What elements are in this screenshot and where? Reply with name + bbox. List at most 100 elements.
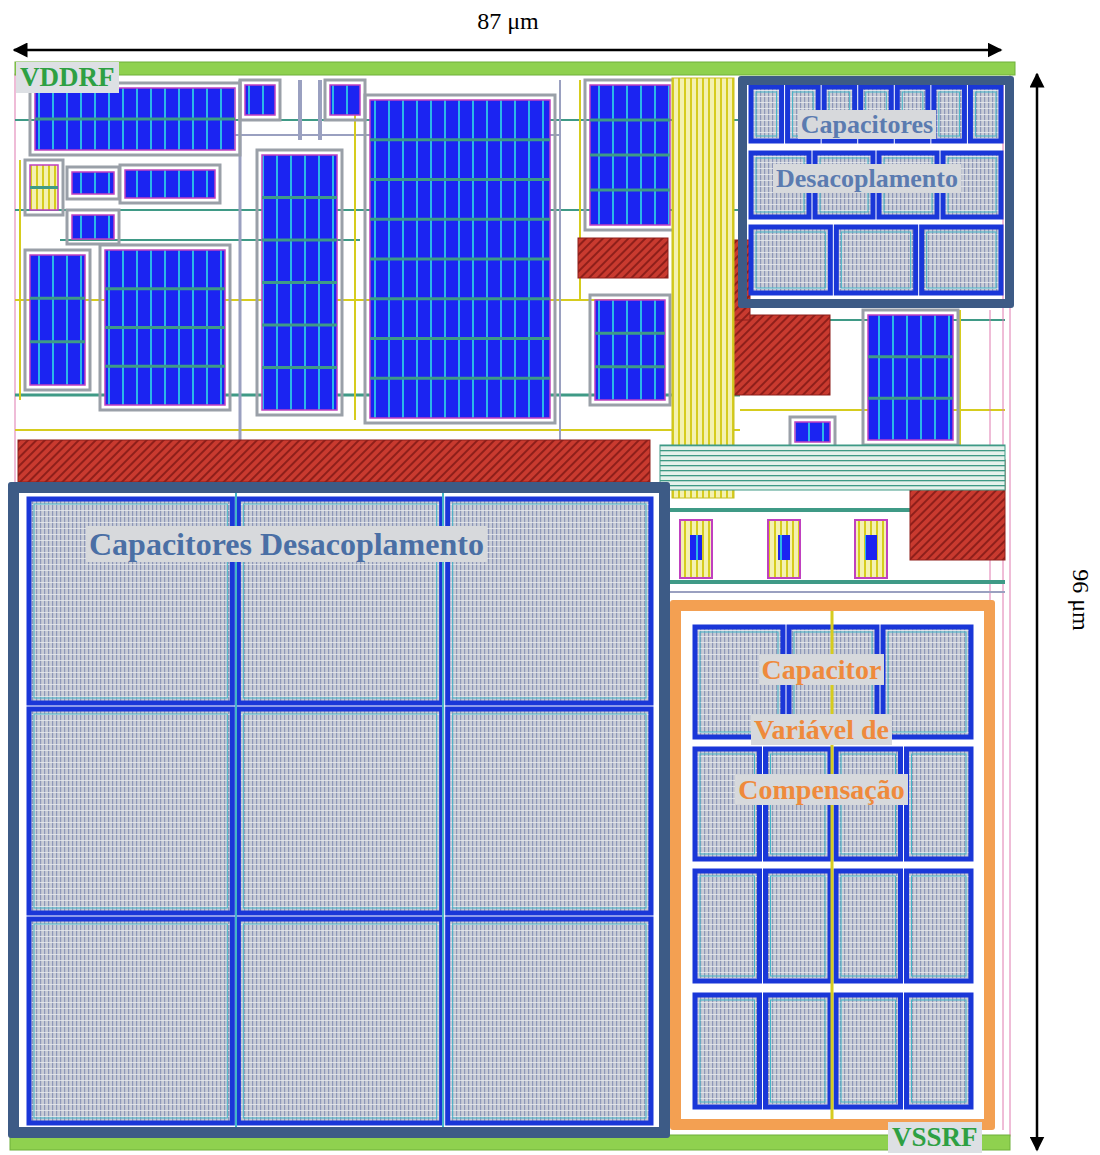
metal-wire — [668, 591, 1005, 593]
capacitor-cell — [448, 709, 651, 913]
gate-strap — [262, 239, 337, 242]
capacitor-cell-inner — [243, 924, 436, 1118]
device-outline — [67, 167, 119, 199]
metal-wire — [235, 490, 237, 1130]
capacitor-cell-inner — [756, 92, 777, 136]
switch-transistor — [768, 520, 800, 578]
gate-strap — [262, 366, 337, 369]
transistor-block — [595, 300, 665, 400]
poly-resistor — [18, 440, 650, 482]
capacitor-cell — [448, 919, 651, 1123]
metal-strap — [660, 445, 1005, 490]
gate-strap — [868, 355, 953, 358]
capacitor-cell — [751, 227, 830, 293]
label-block: Capacitor Variável de Compensação — [670, 640, 973, 820]
gate-strap — [370, 218, 550, 221]
transistor-block — [105, 250, 225, 405]
gate-strap — [35, 118, 235, 121]
gate-strap — [370, 337, 550, 340]
transistor-block — [125, 170, 215, 198]
capacitor-cell-inner — [841, 1000, 896, 1102]
device-outline — [100, 245, 230, 410]
metal-wire — [15, 429, 740, 431]
gate-strap — [370, 178, 550, 181]
device-outline — [257, 150, 342, 415]
decoupling-capacitor-box: Capacitores Desacoplamento — [8, 482, 670, 1138]
dimension-arrow — [14, 49, 1001, 52]
switch-gate — [865, 535, 877, 560]
capacitor-cell — [836, 227, 915, 293]
capacitor-cell — [907, 749, 972, 859]
device-outline — [120, 165, 220, 203]
device-outline — [863, 310, 958, 445]
capacitor-cell — [695, 871, 760, 981]
label-line-box: Capacitores Desacoplamento — [752, 98, 982, 206]
capacitor-cell-inner — [912, 876, 967, 976]
gate-strap — [105, 326, 225, 329]
label-block: Capacitores Desacoplamento — [738, 98, 996, 206]
poly-resistor — [578, 238, 668, 278]
core-area — [15, 74, 1010, 1136]
gate-strap — [595, 332, 665, 335]
gate-strap — [590, 154, 670, 157]
metal-wire — [354, 100, 356, 420]
dimension-arrow — [1036, 74, 1039, 1150]
capacitor-cell-inner — [771, 1000, 826, 1102]
metal-wire — [19, 160, 21, 400]
gate-strap — [30, 340, 85, 343]
device-outline — [30, 83, 240, 155]
capacitor-cell-inner — [927, 232, 996, 288]
capacitor-cell-inner — [912, 754, 967, 854]
capacitor-cell — [836, 871, 901, 981]
device-outline — [590, 295, 670, 405]
capacitor-cell — [238, 709, 441, 913]
capacitor-cell — [970, 87, 1001, 141]
transistor-block — [72, 215, 114, 239]
capacitor-cell-inner — [888, 632, 966, 732]
metal-bus — [672, 78, 734, 498]
capacitor-cell — [883, 627, 971, 737]
region-label: Capacitores Desacoplamento — [86, 526, 487, 562]
device-outline — [25, 250, 90, 390]
capacitor-cell-inner — [912, 1000, 967, 1102]
capacitor-array — [29, 499, 651, 1123]
transistor-block — [30, 255, 85, 385]
region-label: Capacitor Variável de Compensação — [735, 654, 907, 805]
gate-strap — [590, 189, 670, 192]
pin-name: VSSRF — [888, 1122, 982, 1153]
gate-strap — [370, 258, 550, 261]
gate-strap — [590, 119, 670, 122]
transistor-block — [72, 172, 114, 194]
capacitor-cell — [922, 227, 1001, 293]
capacitor-cell — [836, 995, 901, 1107]
metal-wire — [559, 80, 561, 480]
capacitor-cell — [238, 919, 441, 1123]
capacitor-cell-inner — [841, 232, 910, 288]
transistor-block — [35, 88, 235, 150]
gate-strap — [370, 138, 550, 141]
switch-transistor — [680, 520, 712, 578]
capacitor-cell-inner — [771, 876, 826, 976]
device-outline — [585, 80, 675, 230]
device-outline — [67, 210, 119, 244]
capacitor-cell-inner — [700, 1000, 755, 1102]
poly-resistor — [730, 315, 830, 395]
gate-strap — [262, 281, 337, 284]
device-outline — [790, 417, 835, 447]
gate-strap — [595, 365, 665, 368]
capacitor-cell-inner — [756, 232, 825, 288]
capacitor-cell — [751, 87, 782, 141]
capacitor-cell-inner — [939, 92, 960, 136]
region-label: Capacitores Desacoplamento — [773, 110, 961, 193]
dimension-label: 96 μm — [1066, 567, 1094, 633]
capacitor-cell-inner — [453, 714, 646, 908]
capacitor-array — [751, 227, 1001, 293]
capacitor-cell-inner — [453, 924, 646, 1118]
metal-wire — [318, 80, 322, 140]
pin-name: VDDRF — [16, 62, 119, 93]
gate-strap — [370, 377, 550, 380]
capacitor-cell-inner — [700, 876, 755, 976]
device-outline — [365, 95, 555, 423]
transistor-block — [245, 85, 275, 115]
